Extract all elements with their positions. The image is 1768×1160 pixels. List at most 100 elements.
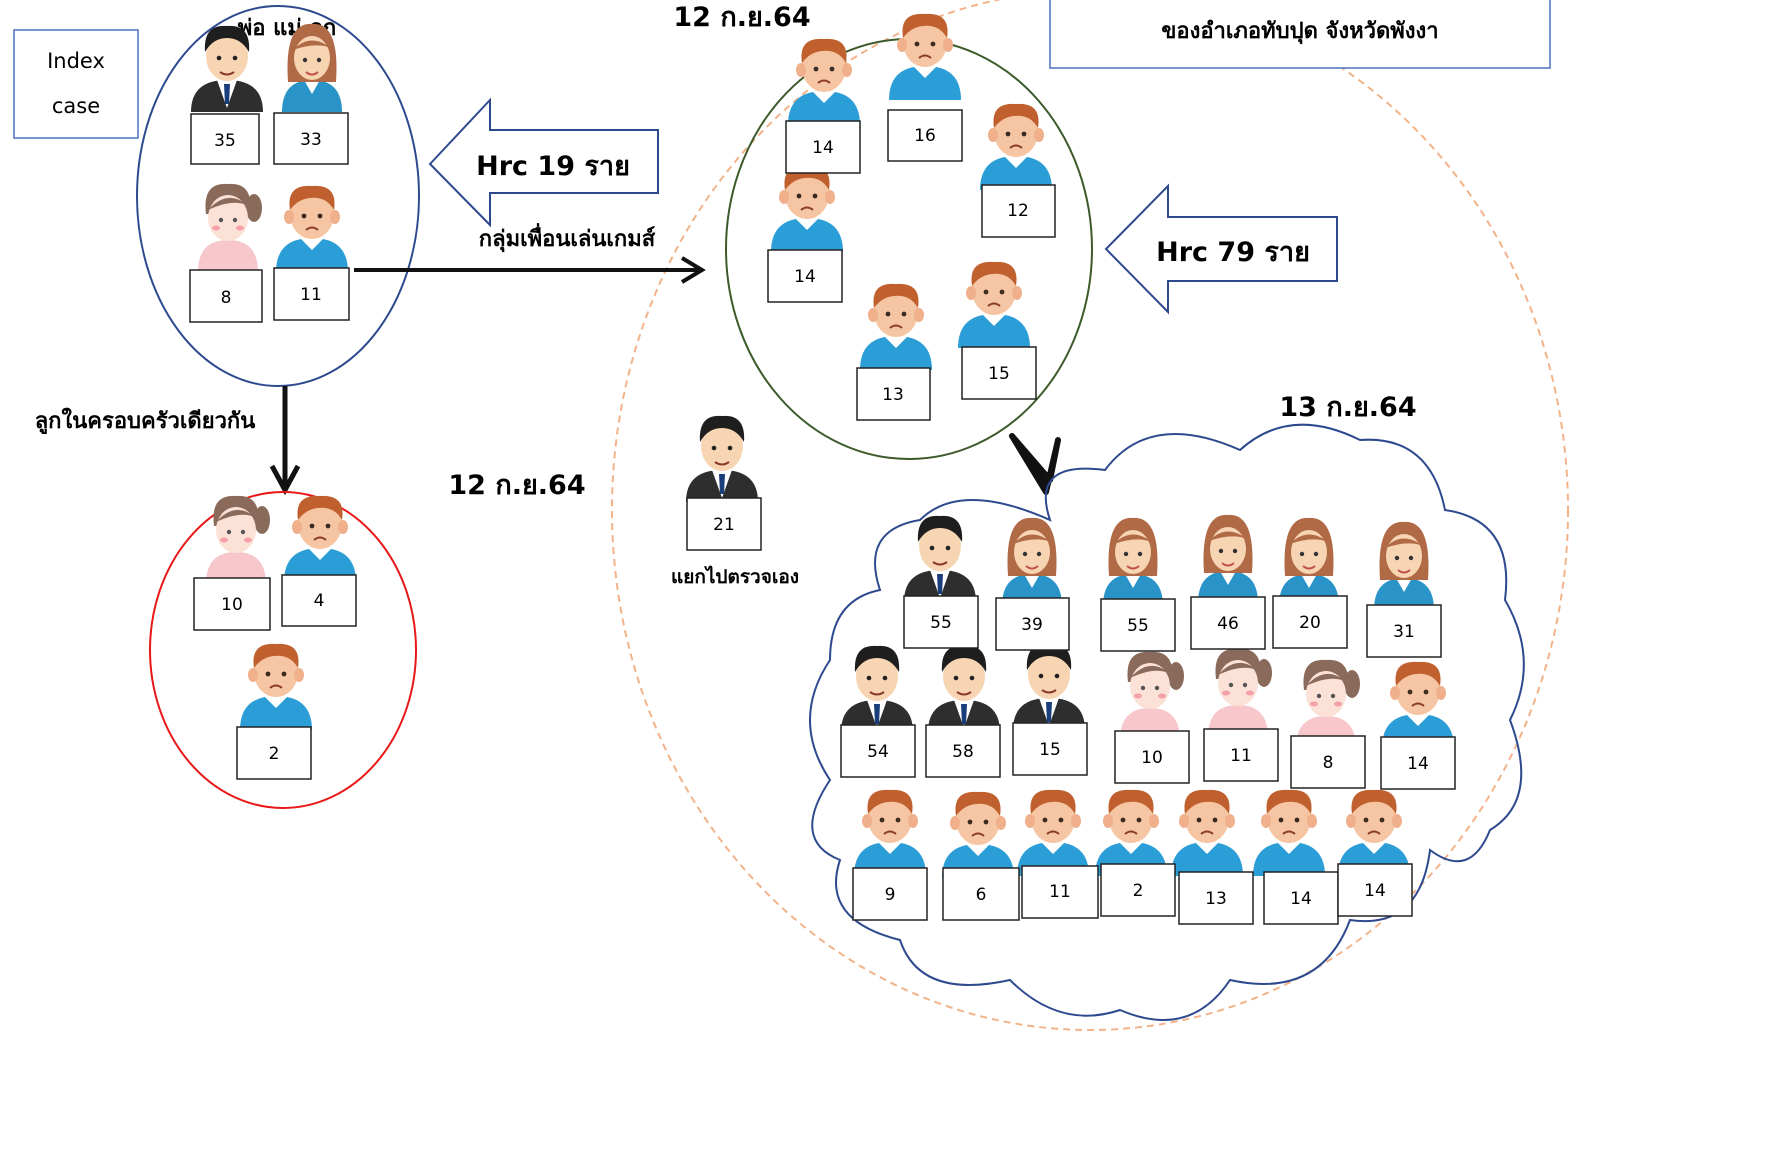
age-label: 14 [794,267,816,287]
age-label: 20 [1299,613,1321,633]
cloud-shape [809,423,1525,1021]
cloud-age-box: 58 [925,724,1001,778]
age-label: 9 [885,885,896,905]
cloud-boy-icon [1252,788,1326,877]
age-label: 55 [930,613,952,633]
age-label: 13 [882,385,904,405]
contacts-dashed-ellipse [611,0,1569,1031]
age-label: 55 [1127,616,1149,636]
age-label: 39 [1021,615,1043,635]
cloud-man-icon [1012,642,1086,731]
cloud-age-box: 6 [942,867,1020,921]
hrc-family-arrow [428,97,659,228]
title-box [1049,0,1551,69]
cloud-age-box: 54 [840,724,916,778]
age-label: 58 [952,742,974,762]
cloud-boy-icon [1337,788,1411,877]
index-case-box [13,29,139,139]
cloud-boy-icon [1381,660,1455,749]
self-test-age-box: 21 [686,497,762,551]
age-label: 2 [1133,881,1144,901]
date-middle: 12 ก.ย.64 [448,470,585,501]
hrc-game-label: Hrc 79 ราย [1156,237,1310,268]
daughter-icon [198,183,262,272]
cloud-age-box: 11 [1203,728,1279,782]
cloud-age-box: 13 [1178,871,1254,925]
cloud-age-box: 15 [1012,722,1088,776]
age-label: 11 [1230,746,1252,766]
index-case-label-line1: Index [47,49,105,73]
index-case-label-line2: case [52,94,100,118]
cloud-woman-icon [1001,516,1063,607]
age-label: 14 [1407,754,1429,774]
game-age-box: 14 [767,249,843,303]
cloud-girl-icon [1208,648,1272,737]
cloud-woman-icon [1373,520,1435,611]
game-boy-icon [888,12,962,101]
age-label: 11 [1049,882,1071,902]
family-ellipse [136,5,420,387]
age-label: 14 [1364,881,1386,901]
cloud-age-box: 9 [852,867,928,921]
age-label: 14 [1290,889,1312,909]
hrc-family-label: Hrc 19 ราย [476,151,630,182]
age-label: 8 [1323,753,1334,773]
age-label: 33 [300,130,322,150]
cloud-girl-icon [1120,651,1184,740]
game-age-box: 14 [785,120,861,174]
age-label: 2 [269,744,280,764]
cloud-age-box: 31 [1366,604,1442,658]
cloud-boy-icon [853,788,927,877]
cloud-woman-icon [1278,516,1340,607]
arrow-to-cloud [1009,433,1061,495]
game-group-arrow-label: กลุ่มเพื่อนเล่นเกมส์ [479,222,656,253]
game-age-box: 13 [856,367,931,421]
sibling-age-box: 10 [193,577,271,631]
date-cloud: 13 ก.ย.64 [1279,392,1416,423]
age-label: 10 [221,595,243,615]
age-label: 16 [914,126,936,146]
cloud-age-box: 20 [1272,595,1348,649]
game-boy-icon [957,260,1031,349]
cloud-age-box: 2 [1100,863,1176,917]
self-test-label: แยกไปตรวจเอง [671,565,799,588]
family-age-box-daughter: 8 [189,269,263,323]
game-boy-icon [770,164,844,253]
game-age-box: 16 [887,109,963,162]
cloud-age-box: 14 [1337,863,1413,917]
sibling-boy-icon [283,494,357,583]
sibling-boy-icon [239,642,313,731]
title-box-text: ของอำเภอทับปุด จังหวัดพังงา [1161,19,1438,45]
cloud-man-icon [927,644,1001,733]
age-label: 35 [214,131,236,151]
cloud-age-box: 55 [1100,598,1176,652]
cloud-woman-icon [1197,513,1259,604]
age-label: 4 [314,591,325,611]
game-age-box: 12 [981,184,1056,238]
self-test-person-icon [685,414,759,503]
sibling-age-box: 2 [236,726,312,780]
game-age-box: 15 [961,346,1037,400]
age-label: 13 [1205,889,1227,909]
age-label: 15 [988,364,1010,384]
cloud-girl-icon [1296,659,1360,748]
hrc-game-arrow [1104,183,1338,315]
family-age-box-father: 35 [190,113,260,165]
age-label: 54 [867,742,889,762]
date-top: 12 ก.ย.64 [673,2,810,33]
cloud-boy-icon [1094,788,1168,877]
age-label: 21 [713,515,735,535]
cloud-man-icon [840,644,914,733]
cloud-age-box: 39 [995,597,1070,651]
cloud-boy-icon [941,790,1015,879]
age-label: 31 [1393,622,1415,642]
cloud-age-box: 10 [1114,730,1190,784]
cloud-age-box: 55 [903,595,979,649]
cloud-boy-icon [1016,788,1090,877]
family-age-box-mother: 33 [273,112,349,165]
sibling-age-box: 4 [281,574,357,627]
age-label: 11 [300,285,322,305]
sibling-girl-icon [206,495,270,584]
cloud-woman-icon [1102,516,1164,607]
cloud-man-icon [903,514,977,603]
